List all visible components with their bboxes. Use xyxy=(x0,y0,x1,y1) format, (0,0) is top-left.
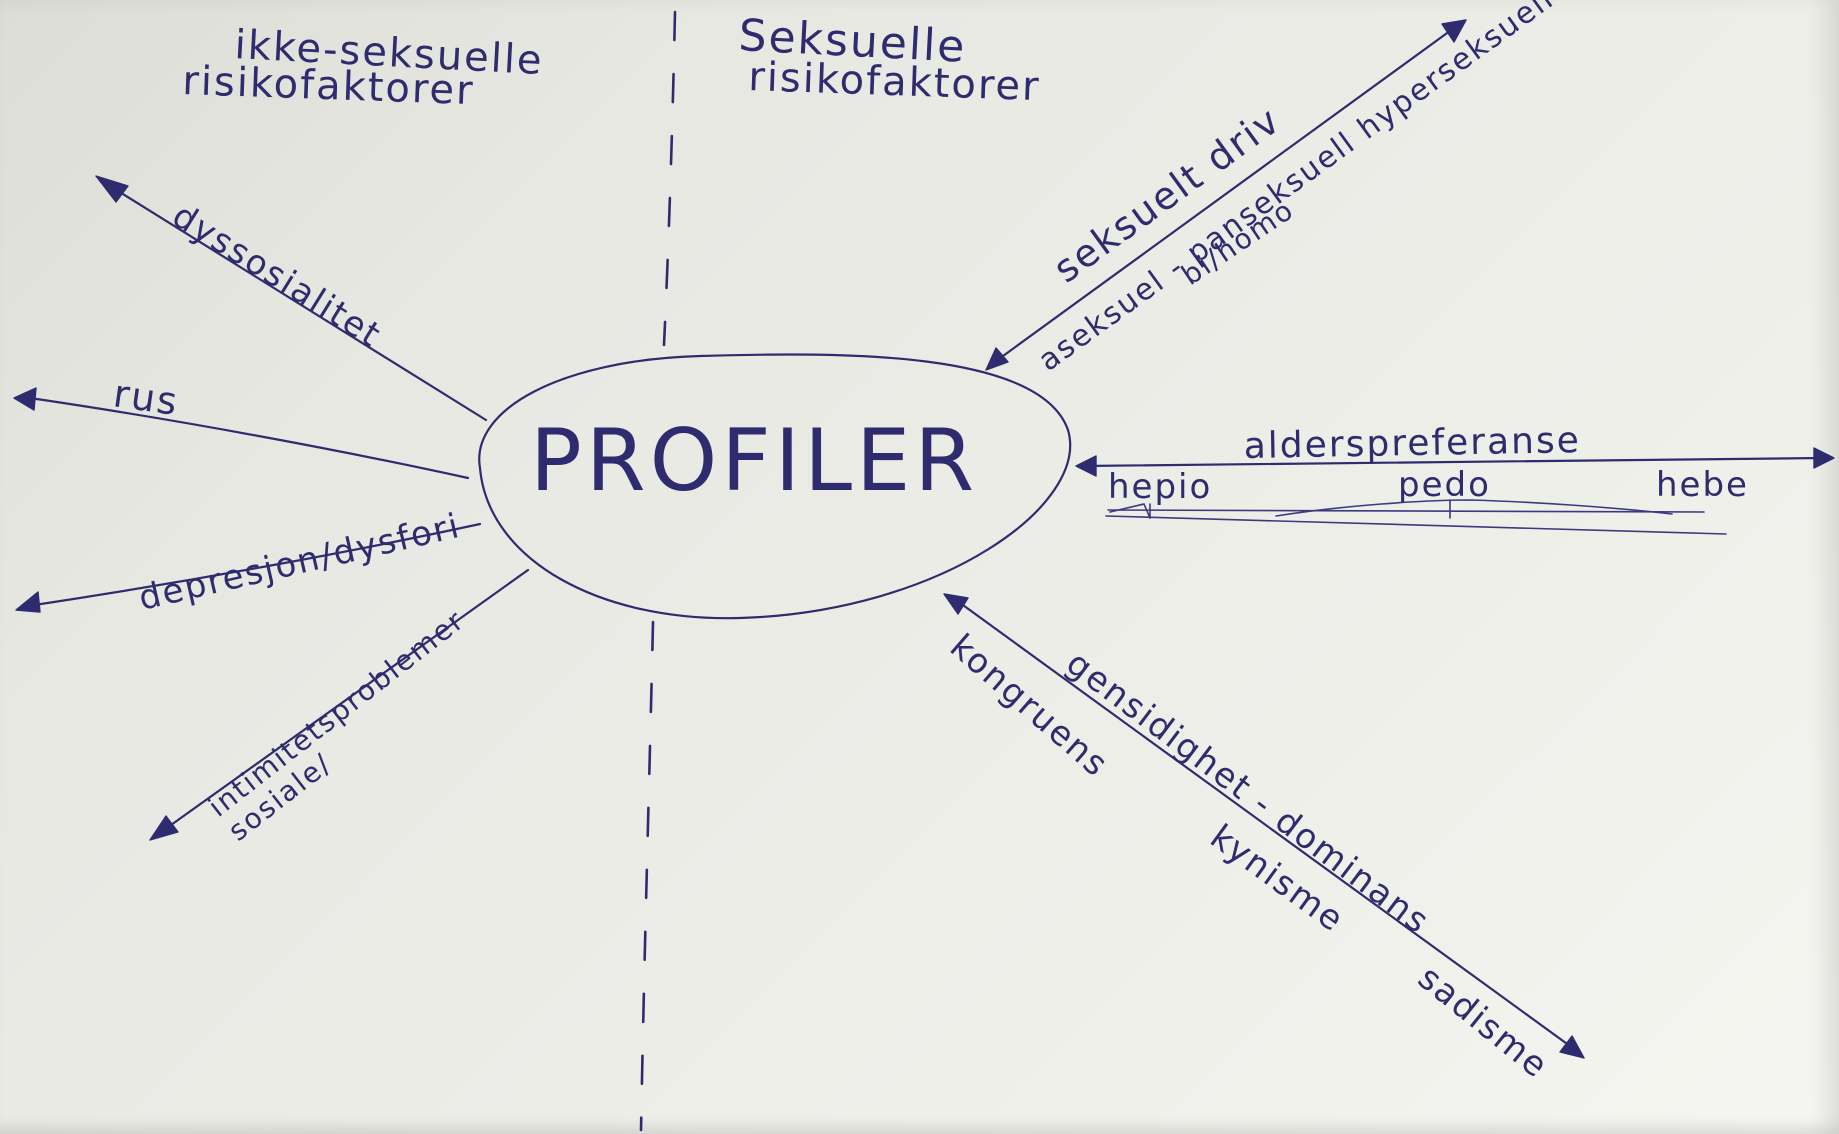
branch-gensidighet-arrowhead-bottom xyxy=(1559,1035,1585,1059)
branch-alderspreferanse-line xyxy=(1080,456,1824,468)
profiler-label: PROFILER xyxy=(530,411,978,511)
age-scale-curve xyxy=(1275,499,1673,517)
branch-intimitet-arrowhead xyxy=(149,815,179,841)
label-alderspreferanse: alderspreferanse xyxy=(1243,420,1581,467)
label-intimitet-line1: intimitetsproblemer xyxy=(202,603,471,823)
label-gensidighet: gensidighet - dominans xyxy=(1059,643,1438,942)
branch-rus-arrowhead xyxy=(13,387,37,411)
branch-alderspreferanse-arrowhead-left xyxy=(1075,455,1097,477)
label-rus: rus xyxy=(111,371,182,424)
branch-dyssosialitet-line xyxy=(108,184,488,422)
section-right-line2: risikofaktorer xyxy=(748,54,1042,110)
divider-lower xyxy=(639,620,655,1132)
section-left-line2: risikofaktorer xyxy=(182,58,476,114)
branch-gensidighet-line xyxy=(954,598,1572,1048)
label-dyssosialitet: dyssosialitet xyxy=(165,196,388,356)
branch-seksuelt-driv-arrowhead-bottom xyxy=(985,347,1009,371)
label-sadisme: sadisme xyxy=(1410,958,1556,1087)
branch-intimitet-line xyxy=(162,568,530,832)
age-scale-bottom-line xyxy=(1105,515,1727,535)
section-right-line1: Seksuelle xyxy=(737,10,967,73)
branch-rus-line xyxy=(28,396,470,480)
label-hebe: hebe xyxy=(1656,465,1749,505)
age-scale-top-line xyxy=(1107,509,1705,513)
label-orientation-line1: aseksuel - panseksuell hyperseksuell xyxy=(1032,0,1561,378)
branch-alderspreferanse-arrowhead-right xyxy=(1813,447,1835,469)
label-pedo: pedo xyxy=(1398,465,1491,505)
branch-seksuelt-driv-arrowhead-top xyxy=(1441,19,1467,43)
profiler-ellipse xyxy=(478,353,1072,620)
branch-dyssosialitet-arrowhead xyxy=(95,175,129,203)
label-hepio: hepio xyxy=(1108,467,1212,507)
divider-upper xyxy=(662,10,677,347)
branch-depresjon-arrowhead xyxy=(15,591,41,613)
branch-seksuelt-driv-line xyxy=(990,26,1456,366)
branch-gensidighet-arrowhead-top xyxy=(943,593,969,615)
age-scale-left-wedge xyxy=(1109,503,1151,519)
branch-depresjon-line xyxy=(26,522,482,608)
label-depresjon: depresjon/dysfori xyxy=(135,506,464,619)
